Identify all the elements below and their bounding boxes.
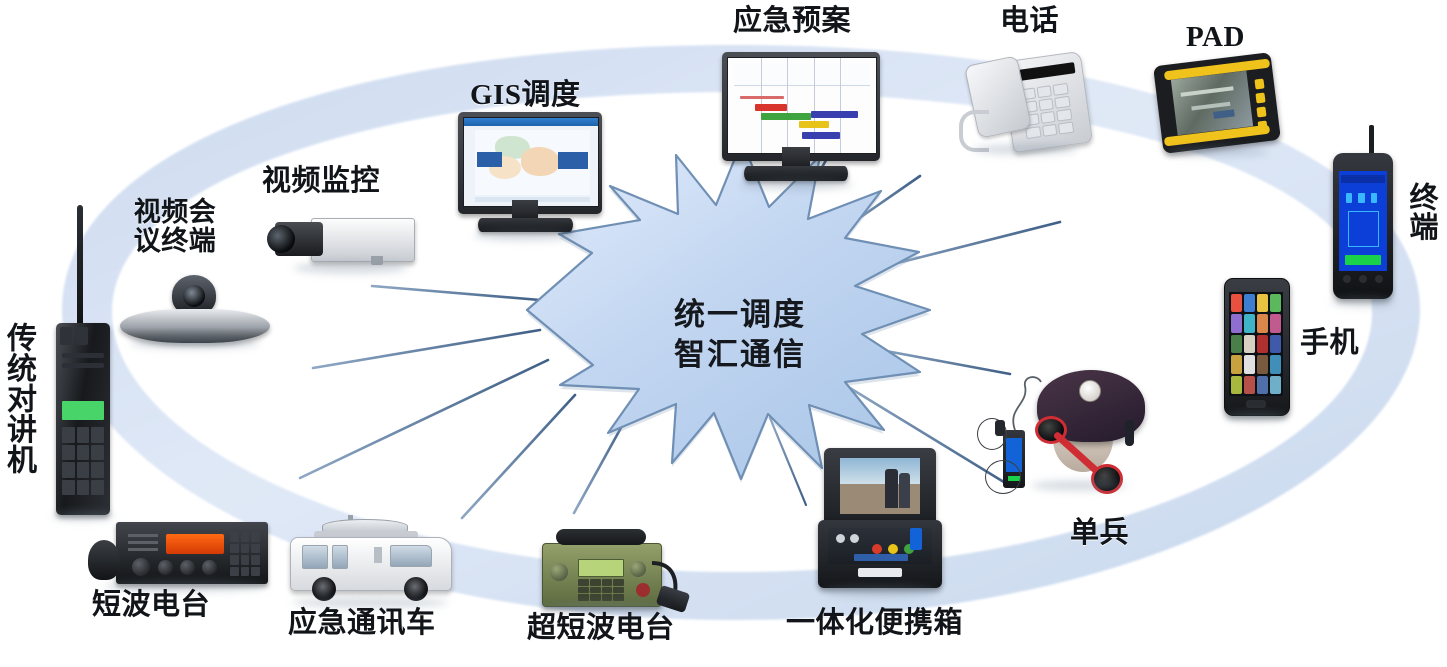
device-emergency-plan-monitor[interactable]	[722, 52, 882, 192]
label-hf-radio: 短波电台	[92, 589, 211, 621]
device-vhf-radio[interactable]	[530, 523, 710, 614]
label-video-conference-terminal-line2: 议终端	[133, 226, 217, 257]
device-video-conference-terminal[interactable]	[120, 275, 270, 355]
device-integrated-portable-case[interactable]	[818, 448, 943, 597]
device-single-soldier[interactable]	[975, 368, 1170, 518]
label-terminal: 终端	[1405, 182, 1437, 241]
device-mobile-phone[interactable]	[1224, 278, 1290, 422]
device-telephone[interactable]	[955, 48, 1095, 155]
label-integrated-portable-case: 一体化便携箱	[786, 607, 964, 639]
label-single-soldier: 单兵	[1070, 517, 1130, 549]
device-hf-radio[interactable]	[88, 516, 270, 598]
emergency-plan-screen	[727, 57, 877, 154]
label-pad: PAD	[1186, 21, 1245, 53]
label-video-conference-terminal-line1: 视频会	[133, 197, 217, 227]
label-emergency-plan: 应急预案	[733, 5, 852, 37]
label-telephone: 电话	[1000, 5, 1060, 37]
label-mobile-phone: 手机	[1300, 327, 1360, 359]
device-emergency-communication-van[interactable]	[278, 515, 463, 610]
device-gis-dispatch-monitor[interactable]	[458, 112, 606, 244]
device-rugged-terminal[interactable]	[1325, 125, 1399, 307]
label-gis-dispatch: GIS调度	[470, 79, 581, 111]
gis-screen	[463, 117, 599, 207]
label-video-surveillance: 视频监控	[262, 165, 381, 197]
label-emergency-communication-van: 应急通讯车	[288, 607, 436, 639]
label-video-conference-terminal: 视频会 议终端	[113, 197, 237, 257]
label-traditional-walkie-talkie: 传统对讲机	[2, 322, 35, 475]
device-traditional-walkie-talkie[interactable]	[48, 205, 118, 525]
label-vhf-radio: 超短波电台	[527, 612, 675, 644]
device-video-surveillance-camera[interactable]	[263, 212, 418, 278]
device-pad[interactable]	[1153, 52, 1281, 157]
antenna-wire-icon	[1012, 376, 1042, 431]
